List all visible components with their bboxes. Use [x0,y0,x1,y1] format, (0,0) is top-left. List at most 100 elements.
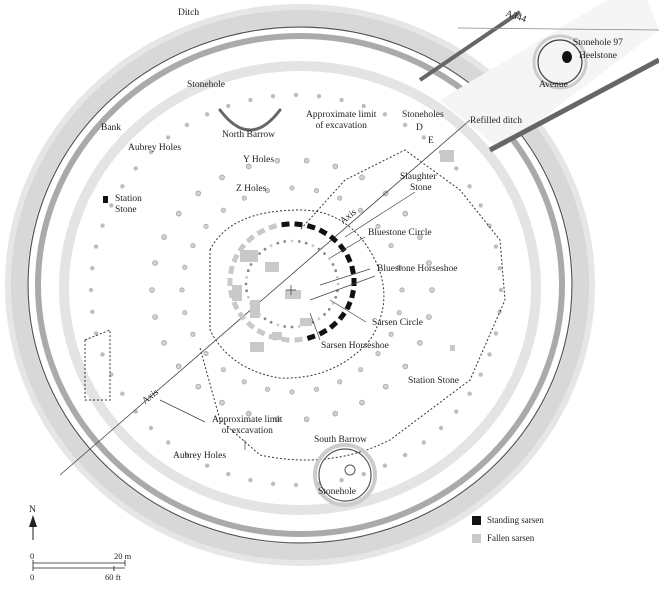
north-arrow [29,515,37,540]
yholes-hole [359,174,365,181]
legend-standing-swatch [472,515,481,525]
zholes-hole [264,188,270,194]
sarsen-stone [281,336,290,343]
sarsen-stone [245,234,256,244]
legend-fallen-swatch [472,533,481,543]
aubrey-hole [497,266,502,271]
label-bluestone-horseshoe: Bluestone Horseshoe [377,264,458,274]
zholes-hole [289,185,295,191]
label-station-stone-west-1: Station [115,194,142,204]
label-approx-limit-north-1: Approximate limit [306,110,377,120]
sarsen-stone [237,243,247,253]
zholes-hole [388,243,394,249]
bluestone [269,244,273,248]
bluestone [290,239,294,243]
bluestone [244,282,248,286]
aubrey-hole [120,391,125,396]
yholes-hole [426,260,432,266]
aubrey-hole [109,203,114,208]
aubrey-hole [90,266,95,271]
sarsen-stone [318,328,328,337]
label-approx-limit-south: Approximate limit of excavation [212,415,282,437]
bluestone [297,240,301,243]
yholes-hole [245,410,252,417]
aubrey-hole [226,471,231,477]
sarsen-stone [231,253,240,264]
scale-zero-m: 0 [30,551,35,561]
zholes-hole [358,367,364,373]
bluestone [331,302,335,305]
scale-m-label: 20 m [114,551,132,561]
aubrey-hole [467,184,472,189]
label-station-stone-west-2: Stone [115,205,137,215]
zholes-hole [241,379,247,385]
sarsen-stone [349,289,356,299]
scale-bar [32,560,126,571]
aubrey-hole [100,352,105,357]
zholes-hole [203,223,209,229]
bluestone [246,295,250,299]
bluestone [283,240,287,243]
north-label: N [29,505,36,515]
sarsen-stone [231,300,240,311]
zholes-hole [289,389,295,395]
bluestone [323,313,326,316]
aubrey-hole [120,184,125,189]
avenue [418,0,659,153]
sarsen-stone [294,221,303,228]
bluestone [336,275,339,279]
station-stone-se [450,345,455,351]
sarsen-stone [328,320,339,330]
yholes-hole [152,314,158,320]
aubrey-hole [293,482,299,488]
label-approx-limit-north-2: of excavation [315,121,367,131]
label-avenue: Avenue [539,80,568,90]
label-stonehole-south: Stonehole [318,487,356,497]
bluestone [323,252,326,256]
inner-bank [59,61,541,515]
zholes-hole [375,223,381,229]
bluestone [311,244,315,248]
aubrey-hole [88,287,94,293]
label-d: D [416,123,423,133]
yholes-hole [359,399,365,406]
yholes-hole [332,163,339,170]
label-north-barrow: North Barrow [222,130,276,140]
sarsen-stone [256,227,266,236]
sarsen-stone [349,265,356,275]
sarsen-stone [306,333,316,341]
bluestone [334,269,338,273]
label-approx-limit-south-1: Approximate limit [212,415,283,425]
aubrey-hole [361,103,366,109]
aubrey-hole [226,103,231,109]
bluestone [269,320,273,324]
aubrey-hole [339,477,344,483]
label-y-holes: Y Holes [243,155,275,165]
bluestone [304,241,308,245]
yholes-hole [195,190,202,197]
legend-standing: Standing sarsen [472,515,544,525]
label-aubrey-holes-north: Aubrey Holes [128,143,182,153]
bluestone [327,257,331,261]
bluestone [317,247,321,251]
sarsen-stone [306,223,316,231]
aubrey-hole [133,166,138,171]
bluestone [263,317,267,321]
sarsen-stone [227,278,233,286]
aubrey-hole [467,391,472,396]
sarsen-stone [268,223,278,231]
label-stoneholes: Stoneholes [402,110,444,120]
yholes-hole [274,157,281,164]
aubrey-hole [361,471,366,477]
sarsen-stone [281,221,290,228]
aubrey-hole [454,409,459,414]
aubrey-hole [100,223,105,228]
yholes-hole [175,363,182,370]
aubrey-hole [93,244,99,249]
yholes-hole [426,314,432,320]
label-stonehole-97: Stonehole 97 [573,38,623,48]
sarsen-stone [337,311,347,321]
yholes-hole [219,399,225,406]
aubrey-hole [454,166,459,171]
